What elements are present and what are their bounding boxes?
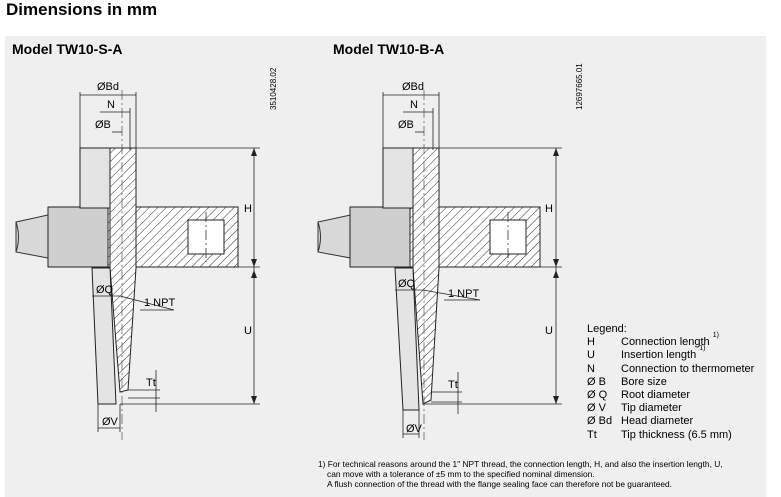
flange-b [349,206,541,268]
footnote: 1) For technical reasons around the 1" N… [318,459,768,489]
legend-text: Tip diameter [621,402,682,415]
legend-symbol: Tt [587,428,597,441]
legend-text: Tip thickness (6.5 mm) [621,428,732,441]
legend-row-tt: Tt Tip thickness (6.5 mm) [587,429,754,442]
legend-text: Connection length [621,336,710,349]
label-q-s: ØQ [96,284,114,296]
footnote-line: 1) For technical reasons around the 1" N… [318,459,723,469]
legend-note: 1) [712,332,719,340]
legend-symbol: U [587,349,595,362]
label-h-s: H [244,203,252,215]
model-title-b: Model TW10-B-A [333,41,444,57]
legend-title: Legend: [587,323,627,335]
label-v-b: ØV [406,423,423,435]
legend-symbol: H [587,336,595,349]
label-tt-s: Tt [146,377,156,389]
legend: Legend: H Connection length 1) U Inserti… [587,323,754,442]
legend-note: 1) [699,345,706,353]
label-u-s: U [244,325,252,337]
legend-row-h: H Connection length 1) [587,332,754,349]
label-h-b: H [545,203,553,215]
legend-row-b: Ø B Bore size [587,376,754,389]
legend-row-u: U Insertion length 1) [587,345,754,362]
label-b-s: ØB [95,119,111,131]
legend-text: Connection to thermometer [621,362,755,375]
legend-symbol: Ø Bd [587,415,613,428]
label-bd-s: ØBd [97,81,119,93]
footnote-line: can move with a tolerance of ±5 mm to th… [327,469,595,479]
legend-text: Bore size [621,375,667,388]
legend-row-q: Ø Q Root diameter [587,389,754,402]
label-v-s: ØV [102,416,119,428]
legend-symbol: Ø V [587,402,606,415]
doc-number-b: 12697665.01 [575,63,584,110]
legend-text: Root diameter [621,389,691,402]
dimension-arrows-s [251,148,257,404]
label-bd-b: ØBd [402,81,424,93]
legend-symbol: Ø Q [587,389,608,402]
label-n-s: N [107,99,115,111]
legend-row-n: N Connection to thermometer [587,363,754,376]
legend-text: Head diameter [621,415,694,428]
label-u-b: U [545,325,553,337]
label-b-b: ØB [398,119,414,131]
page-title: Dimensions in mm [6,0,158,19]
label-q-b: ØQ [398,278,416,290]
label-tt-b: Tt [448,379,458,391]
label-npt-b: 1 NPT [448,288,479,300]
stem-b [394,90,440,440]
legend-row-v: Ø V Tip diameter [587,402,754,415]
legend-symbol: Ø B [587,375,606,388]
doc-number-s: 3510428.02 [269,67,278,110]
legend-row-bd: Ø Bd Head diameter [587,415,754,428]
label-npt-s: 1 NPT [144,297,175,309]
model-title-s: Model TW10-S-A [12,41,122,57]
dimension-arrows-b [553,148,559,404]
label-n-b: N [410,99,418,111]
flange-s [47,206,239,268]
legend-symbol: N [587,362,595,375]
legend-text: Insertion length [621,349,697,362]
footnote-line: A flush connection of the thread with th… [327,479,673,489]
